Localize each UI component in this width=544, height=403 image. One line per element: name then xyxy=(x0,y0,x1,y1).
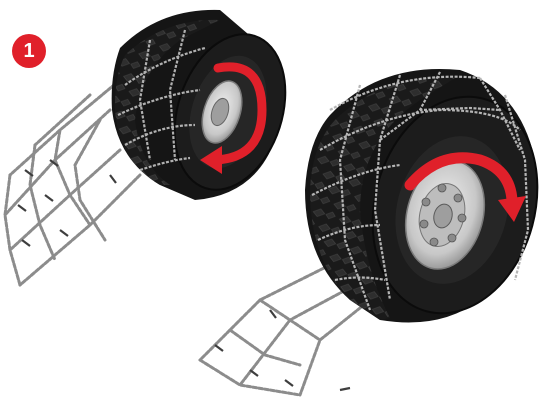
left-wheel xyxy=(5,10,304,285)
